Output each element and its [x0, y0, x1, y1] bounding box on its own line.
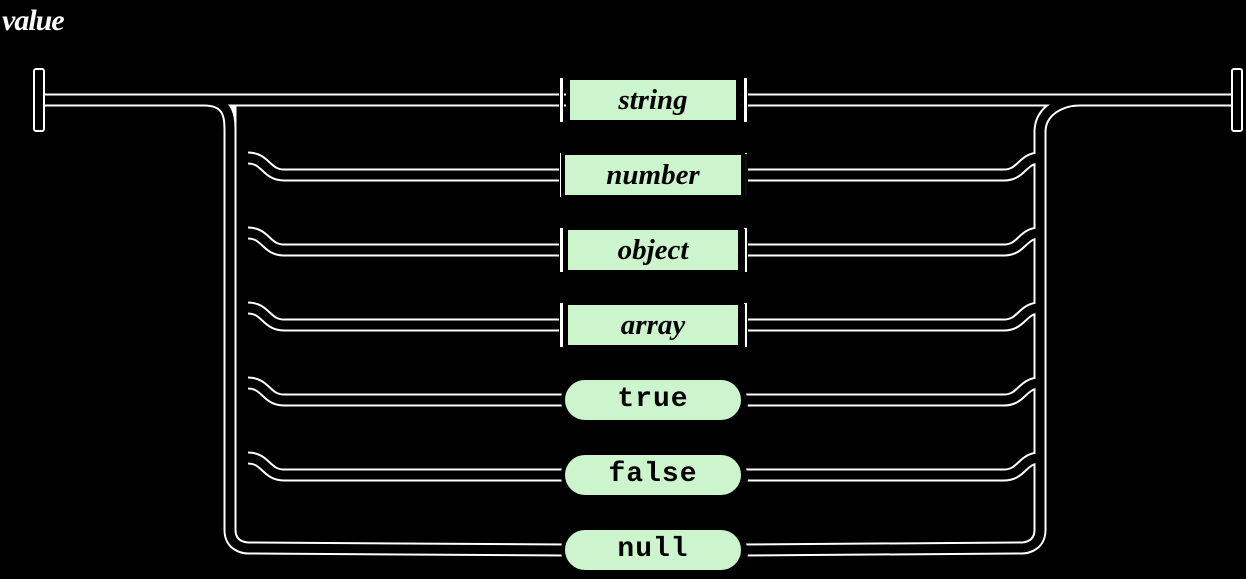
stub-object-left: [560, 228, 563, 272]
stub-string-right: [744, 78, 747, 122]
node-array-label: array: [620, 308, 686, 341]
node-string[interactable]: string: [566, 76, 740, 124]
node-true-label: true: [617, 384, 689, 415]
page-title: value: [2, 4, 65, 37]
stub-number-right: [744, 153, 747, 197]
node-null-label: null: [617, 534, 689, 565]
stub-array-left: [560, 303, 563, 347]
track-group: [39, 93, 1238, 557]
node-object[interactable]: object: [564, 226, 742, 274]
node-object-label: object: [617, 233, 689, 266]
stub-array-right: [744, 303, 747, 347]
node-array[interactable]: array: [564, 301, 742, 349]
end-terminator-bar: [1231, 68, 1243, 132]
node-false[interactable]: false: [561, 451, 745, 499]
node-null[interactable]: null: [561, 526, 745, 574]
stub-string-left: [560, 78, 563, 122]
node-false-label: false: [608, 459, 698, 490]
node-string-label: string: [618, 83, 688, 116]
node-number[interactable]: number: [561, 151, 745, 199]
node-true[interactable]: true: [561, 376, 745, 424]
stub-object-right: [744, 228, 747, 272]
start-terminator-bar: [33, 68, 45, 132]
node-number-label: number: [606, 158, 700, 191]
